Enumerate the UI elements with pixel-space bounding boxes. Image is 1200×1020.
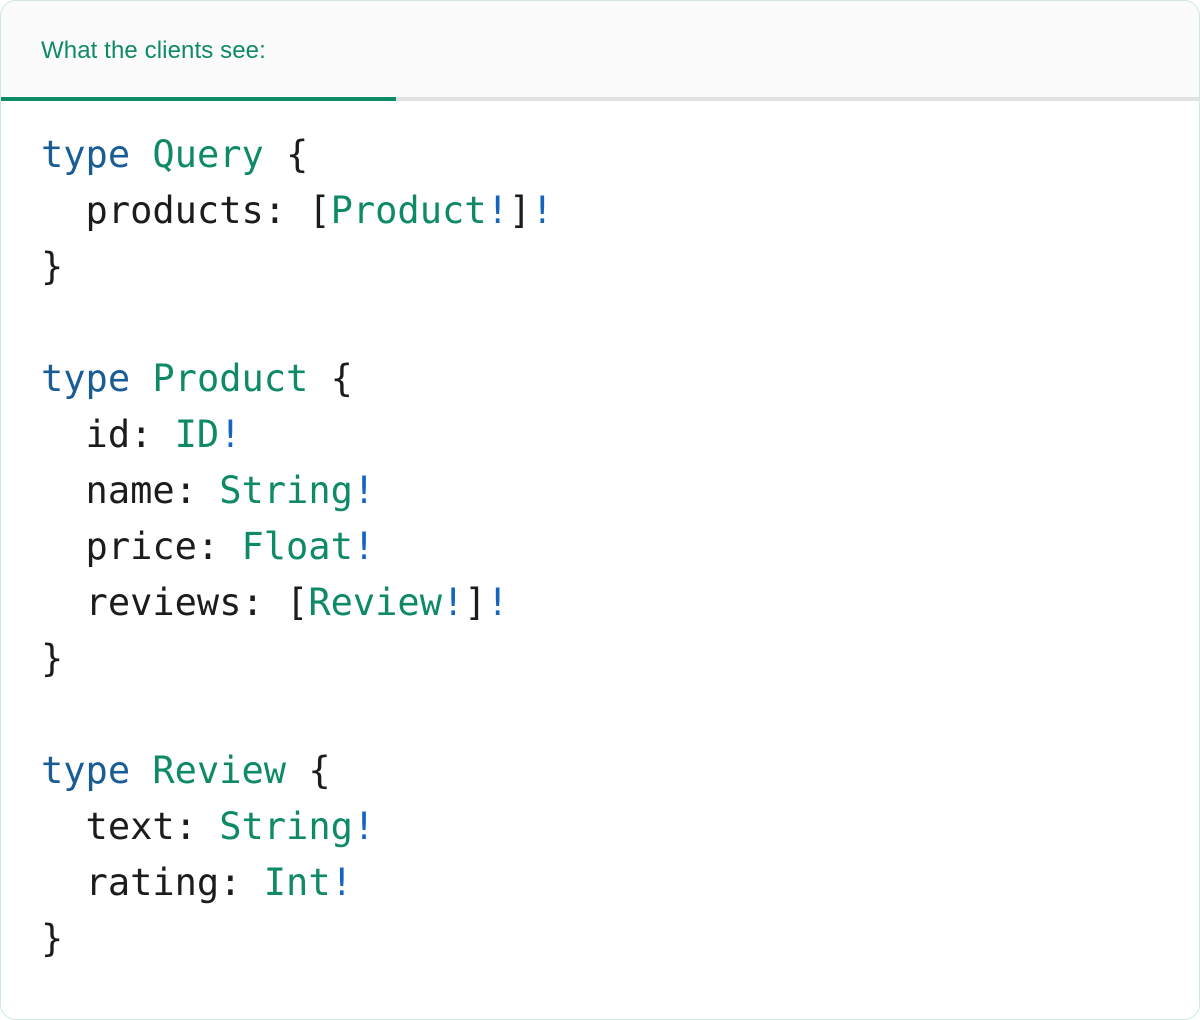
code-area[interactable]: type Query { products: [Product!]!} type… — [1, 101, 1199, 1017]
tab-bar: What the clients see: — [1, 1, 1199, 101]
code-line — [41, 295, 1199, 351]
code-token-type: String — [219, 469, 353, 512]
code-token-punct: [ — [286, 581, 309, 624]
code-token-type: Int — [263, 861, 331, 904]
code-token-punct — [130, 357, 152, 400]
code-token-punct: } — [41, 637, 64, 680]
code-token-type: Query — [152, 133, 264, 176]
code-token-type: ID — [174, 413, 220, 456]
code-line: name: String! — [41, 463, 1199, 519]
code-line: type Query { — [41, 127, 1199, 183]
code-token-punct: [ — [308, 189, 331, 232]
code-token-punct — [130, 133, 152, 176]
code-token-type: Product — [152, 357, 309, 400]
code-line — [41, 687, 1199, 743]
code-token-bang: ! — [531, 189, 554, 232]
code-token-field: products: — [41, 189, 309, 232]
code-token-type: Review — [152, 749, 287, 792]
code-token-field: name: — [41, 469, 220, 512]
code-token-type: Float — [241, 525, 353, 568]
graphql-schema-code[interactable]: type Query { products: [Product!]!} type… — [41, 127, 1199, 967]
code-line: type Product { — [41, 351, 1199, 407]
code-token-keyword: type — [41, 133, 131, 176]
code-token-punct: { — [308, 357, 353, 400]
code-token-field: rating: — [41, 861, 264, 904]
code-line: id: ID! — [41, 407, 1199, 463]
code-token-punct: ] — [508, 189, 532, 232]
code-token-punct: { — [286, 749, 331, 792]
tab-what-the-clients-see[interactable]: What the clients see: — [1, 1, 396, 101]
code-line: price: Float! — [41, 519, 1199, 575]
code-token-bang: ! — [486, 581, 509, 624]
code-token-punct — [130, 749, 152, 792]
code-token-punct: } — [41, 245, 64, 288]
code-token-keyword: type — [41, 749, 131, 792]
code-token-bang: ! — [352, 525, 376, 568]
code-line: } — [41, 239, 1199, 295]
code-line: rating: Int! — [41, 855, 1199, 911]
code-token-bang: ! — [330, 861, 353, 904]
code-token-bang: ! — [486, 189, 509, 232]
code-token-field: id: — [41, 413, 175, 456]
code-token-punct: } — [41, 917, 64, 960]
code-line: text: String! — [41, 799, 1199, 855]
tab-active-underline — [1, 97, 396, 101]
code-line: } — [41, 911, 1199, 967]
code-token-bang: ! — [219, 413, 242, 456]
code-token-bang: ! — [441, 581, 465, 624]
code-line: reviews: [Review!]! — [41, 575, 1199, 631]
code-token-type: Review — [308, 581, 442, 624]
code-token-field: price: — [41, 525, 242, 568]
code-token-field: reviews: — [41, 581, 287, 624]
code-token-field: text: — [41, 805, 220, 848]
code-token-keyword: type — [41, 357, 131, 400]
code-token-punct: ] — [464, 581, 487, 624]
code-token-type: String — [219, 805, 353, 848]
code-line: type Review { — [41, 743, 1199, 799]
code-line: } — [41, 631, 1199, 687]
tab-label: What the clients see: — [41, 37, 266, 64]
code-token-bang: ! — [352, 469, 376, 512]
tab-bar-rule — [1, 97, 1199, 101]
code-token-bang: ! — [352, 805, 376, 848]
code-token-punct: { — [263, 133, 309, 176]
code-token-type: Product — [330, 189, 487, 232]
code-line: products: [Product!]! — [41, 183, 1199, 239]
